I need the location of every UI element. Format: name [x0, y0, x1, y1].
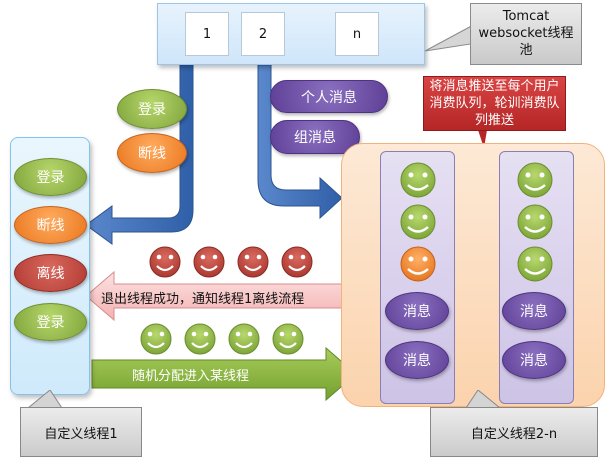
smiley-icon — [193, 246, 225, 278]
push-note-text: 将消息推送至每个用户消费队列，轮训消费队列推送 — [429, 79, 560, 128]
queue-message-left-2: 消息 — [385, 341, 449, 379]
pool-label-callout: Tomcat websocket线程 池 — [470, 3, 582, 65]
push-note: 将消息推送至每个用户消费队列，轮训消费队列推送 — [423, 76, 566, 131]
smiley-icon — [184, 323, 216, 355]
login-message: 登录 — [117, 89, 187, 129]
queue-message-right-2: 消息 — [502, 341, 566, 379]
disconnect-message: 断线 — [117, 133, 187, 173]
smiley-icon — [400, 204, 436, 240]
pool-slot-2: 2 — [241, 12, 285, 56]
pool-slot-n: n — [335, 12, 379, 56]
thread1-login-2: 登录 — [14, 303, 87, 341]
queue-message-left-1: 消息 — [385, 292, 449, 330]
smiley-icon — [272, 323, 304, 355]
smiley-icon — [228, 323, 260, 355]
thread1-offline: 离线 — [14, 254, 87, 292]
queue-message-right-1: 消息 — [502, 292, 566, 330]
smiley-icon — [517, 162, 553, 198]
pool-label-line1: Tomcat — [502, 9, 550, 24]
smiley-icon — [517, 246, 553, 282]
random-assign-text: 随机分配进入某线程 — [132, 369, 250, 384]
to-thread1-arrow — [85, 64, 194, 245]
smiley-icon — [517, 204, 553, 240]
personal-message: 个人消息 — [270, 80, 388, 113]
custom-thread-1: 登录 断线 离线 登录 — [10, 137, 90, 395]
pool-label-line2: websocket线程 — [478, 26, 574, 41]
thread1-label: 自定义线程1 — [20, 407, 142, 457]
pool-label-line3: 池 — [519, 43, 533, 58]
smiley-icon — [237, 246, 269, 278]
exit-flow-text: 退出线程成功，通知线程1离线流程 — [101, 292, 305, 307]
thread2-label: 自定义线程2-n — [430, 407, 598, 457]
group-message: 组消息 — [270, 120, 360, 154]
smiley-icon — [149, 246, 181, 278]
smiley-icon — [140, 323, 172, 355]
to-thread2-arrow — [257, 64, 343, 220]
pool-slot-1: 1 — [185, 12, 229, 56]
thread1-login: 登录 — [14, 158, 87, 196]
thread1-disconnect: 断线 — [14, 206, 87, 244]
smiley-icon — [281, 246, 313, 278]
smiley-icon — [400, 246, 436, 282]
smiley-icon — [400, 162, 436, 198]
exit-flow-arrow — [85, 270, 357, 322]
smiley-faces — [140, 162, 553, 355]
websocket-thread-pool: 1 2 n — [157, 3, 425, 65]
